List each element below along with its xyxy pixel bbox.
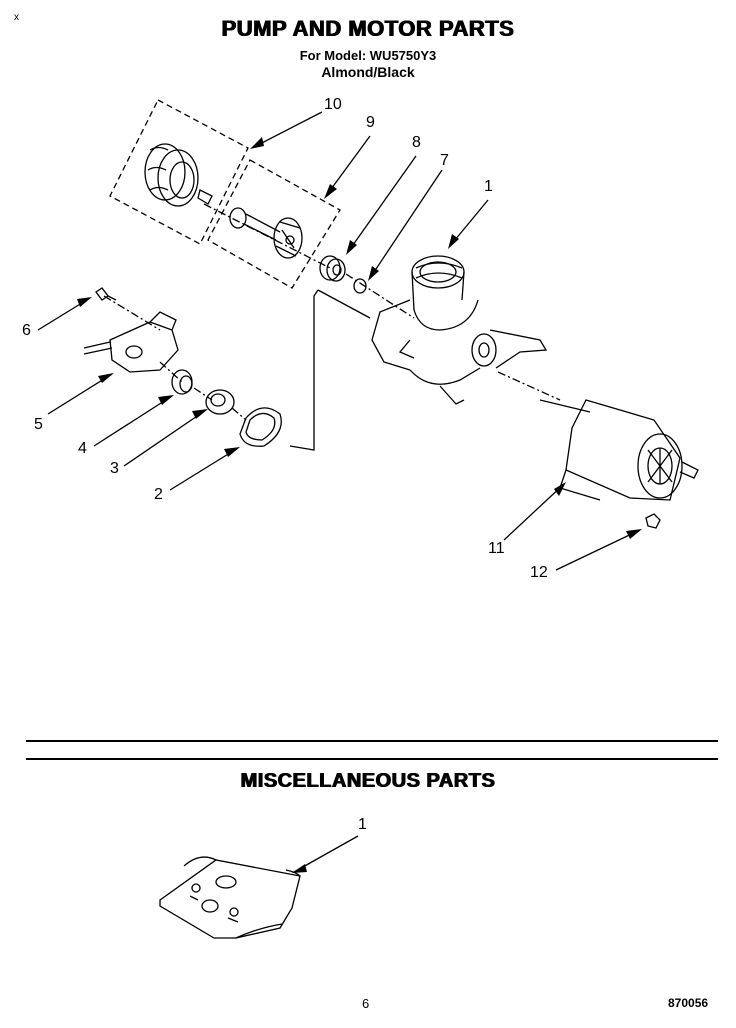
callout-4: 4	[78, 440, 87, 457]
document-code: 870056	[668, 996, 709, 1010]
callout-5: 5	[34, 416, 43, 433]
callout-9: 9	[366, 114, 375, 131]
part-8-bushing	[319, 255, 346, 282]
assembly-line	[289, 289, 319, 451]
callout-8: 8	[412, 134, 421, 151]
misc-callout-1: 1	[358, 816, 367, 833]
part-6-screw	[95, 287, 117, 301]
page-title: PUMP AND MOTOR PARTS	[221, 16, 515, 41]
group-box-10	[109, 99, 249, 245]
callout-11: 11	[488, 540, 505, 557]
callout-3: 3	[110, 460, 119, 477]
misc-parts-bag	[159, 856, 301, 939]
leader-lines	[37, 111, 641, 873]
part-1-pump-housing	[371, 255, 548, 405]
callout-2: 2	[154, 486, 163, 503]
part-4-seal	[171, 369, 193, 395]
color-label: Almond/Black	[321, 64, 415, 80]
callout-6: 6	[22, 322, 31, 339]
part-5-outlet-housing	[83, 311, 179, 373]
part-12-nut	[645, 513, 661, 529]
part-7-washer	[353, 278, 367, 294]
corner-mark: x	[14, 12, 19, 23]
alignment-lines	[103, 203, 561, 421]
part-10-seal	[144, 143, 213, 207]
separator-rule-top	[26, 740, 718, 742]
misc-parts-title: MISCELLANEOUS PARTS	[240, 770, 496, 792]
part-2-gasket	[239, 407, 282, 447]
part-3-o-ring	[205, 389, 235, 415]
callout-1: 1	[484, 178, 493, 195]
separator-rule-bottom	[26, 758, 718, 760]
page-number: 6	[362, 996, 370, 1011]
arrowheads	[77, 137, 642, 873]
callout-10: 10	[324, 96, 342, 113]
model-label: For Model: WU5750Y3	[299, 48, 437, 63]
part-11-motor	[539, 399, 699, 501]
callout-12: 12	[530, 564, 548, 581]
callout-7: 7	[440, 152, 449, 169]
part-9-impeller	[229, 207, 303, 259]
